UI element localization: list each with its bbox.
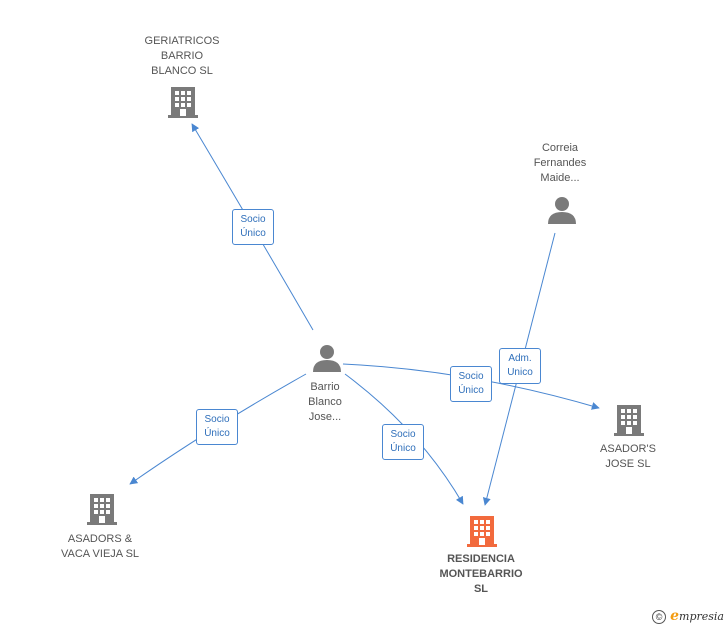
node-label-asadors-jose[interactable]: ASADOR'S JOSE SL [600,443,656,470]
edge-label-to-residencia: Socio Único [382,424,424,460]
node-label-asadors-vaca[interactable]: ASADORS & VACA VIEJA SL [60,533,140,560]
person-icon[interactable] [313,345,341,372]
person-icon[interactable] [548,197,576,224]
node-label-residencia[interactable]: RESIDENCIA MONTEBARRIO SL [439,553,523,595]
node-label-correia[interactable]: Correia Fernandes Maide... [533,142,587,184]
edge-label-to-geriatricos: Socio Único [232,209,274,245]
node-label-geriatricos[interactable]: GERIATRICOS BARRIO BLANCO SL [144,35,220,77]
brand-first-letter: e [670,607,680,624]
building-icon[interactable] [87,494,117,525]
node-label-barrio[interactable]: Barrio Blanco Jose... [308,381,342,423]
edge-label-to-asadors-jose: Socio Único [450,366,492,402]
edge-label-to-asadors-vaca: Socio Único [196,409,238,445]
building-icon[interactable] [614,405,644,436]
building-icon[interactable] [168,85,198,118]
copyright-icon: © [652,610,667,624]
brand-name: mpresia [679,609,724,623]
edge-label-correia-to-residencia: Adm. Unico [499,348,541,384]
empresia-logo[interactable]: ©empresia [652,608,724,624]
building-icon[interactable] [467,516,497,547]
